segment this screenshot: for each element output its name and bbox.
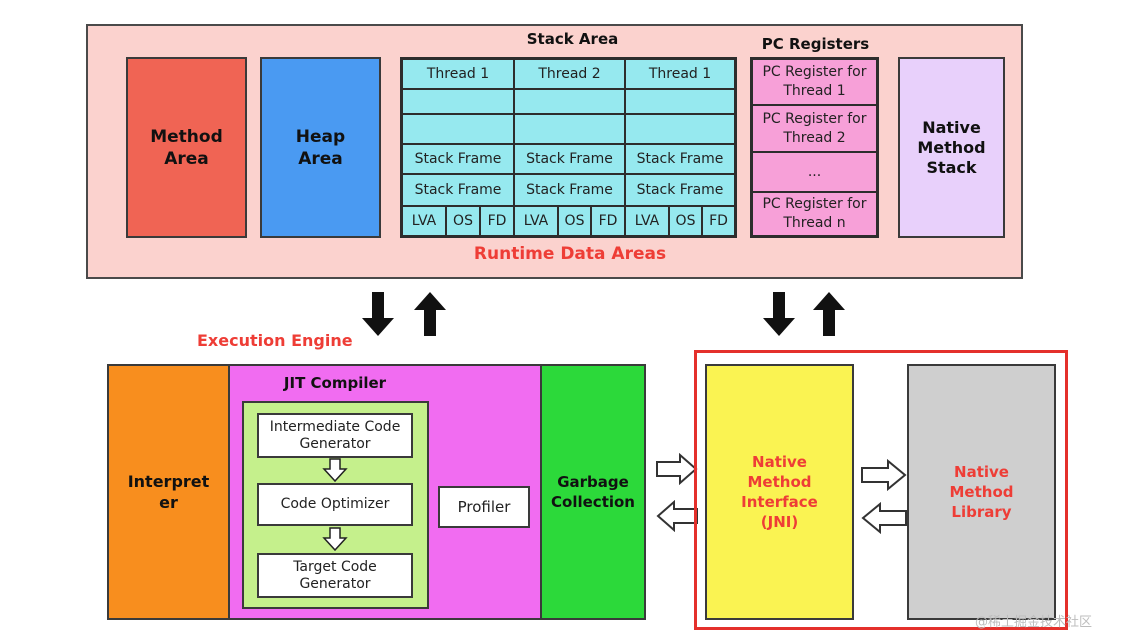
arrow-down-icon xyxy=(362,292,394,336)
native-method-library: Native Method Library xyxy=(907,364,1056,620)
stack-frame: Stack Frame xyxy=(625,144,735,174)
hollow-arrow-down-icon xyxy=(322,527,348,552)
stack-frame: Stack Frame xyxy=(514,144,625,174)
lva-cell: LVA xyxy=(402,206,446,236)
os-cell: OS xyxy=(558,206,591,236)
empty-cell xyxy=(625,89,735,114)
interpreter: Interpret er xyxy=(107,364,230,620)
code-optimizer: Code Optimizer xyxy=(257,483,413,526)
empty-cell xyxy=(402,89,514,114)
thread-header: Thread 1 xyxy=(402,59,514,89)
pc-registers: PC Register for Thread 1 PC Register for… xyxy=(750,57,879,238)
arrow-up-icon xyxy=(414,292,446,336)
stack-area: Thread 1 Stack Frame Stack Frame LVA OS … xyxy=(400,57,737,238)
stack-frame: Stack Frame xyxy=(625,174,735,206)
native-method-stack: Native Method Stack xyxy=(898,57,1005,238)
heap-area-label: Heap Area xyxy=(295,126,346,169)
jit-compiler-title: JIT Compiler xyxy=(283,374,387,392)
pc-register-item: PC Register for Thread n xyxy=(752,192,877,236)
hollow-arrow-left-icon xyxy=(861,502,907,534)
native-method-interface-label: Native Method Interface (JNI) xyxy=(741,453,818,531)
native-highlight-frame xyxy=(694,350,1068,630)
thread-header: Thread 1 xyxy=(625,59,735,89)
lva-cell: LVA xyxy=(625,206,669,236)
pc-register-item: PC Register for Thread 1 xyxy=(752,59,877,105)
fd-cell: FD xyxy=(702,206,735,236)
empty-cell xyxy=(402,114,514,144)
arrow-up-icon xyxy=(813,292,845,336)
target-code-generator-label: Target Code Generator xyxy=(293,558,377,592)
stack-frame: Stack Frame xyxy=(514,174,625,206)
watermark: @稀土掘金技术社区 xyxy=(975,615,1093,630)
hollow-arrow-right-icon xyxy=(656,453,698,485)
method-area: Method Area xyxy=(126,57,247,238)
arrow-down-icon xyxy=(763,292,795,336)
pc-register-item: PC Register for Thread 2 xyxy=(752,105,877,152)
intermediate-code-generator: Intermediate Code Generator xyxy=(257,413,413,458)
lva-cell: LVA xyxy=(514,206,558,236)
thread-header: Thread 2 xyxy=(514,59,625,89)
garbage-collection-label: Garbage Collection xyxy=(551,473,635,511)
intermediate-code-generator-label: Intermediate Code Generator xyxy=(269,418,401,452)
profiler: Profiler xyxy=(438,486,530,528)
runtime-data-areas-label: Runtime Data Areas xyxy=(473,244,667,264)
stack-area-title: Stack Area xyxy=(526,30,619,48)
heap-area: Heap Area xyxy=(260,57,381,238)
pc-registers-title: PC Registers xyxy=(761,35,870,53)
stack-frame: Stack Frame xyxy=(402,144,514,174)
empty-cell xyxy=(514,114,625,144)
method-area-label: Method Area xyxy=(150,126,223,169)
execution-engine-label: Execution Engine xyxy=(197,331,353,350)
profiler-label: Profiler xyxy=(457,497,511,516)
fd-cell: FD xyxy=(591,206,625,236)
garbage-collection: Garbage Collection xyxy=(540,364,646,620)
os-cell: OS xyxy=(446,206,480,236)
native-method-interface: Native Method Interface (JNI) xyxy=(705,364,854,620)
code-optimizer-label: Code Optimizer xyxy=(280,496,390,512)
empty-cell xyxy=(514,89,625,114)
fd-cell: FD xyxy=(480,206,514,236)
hollow-arrow-right-icon xyxy=(861,459,907,491)
pc-register-item: ... xyxy=(752,152,877,192)
native-method-library-label: Native Method Library xyxy=(949,463,1014,521)
hollow-arrow-down-icon xyxy=(322,458,348,483)
os-cell: OS xyxy=(669,206,702,236)
stack-frame: Stack Frame xyxy=(402,174,514,206)
interpreter-label: Interpret er xyxy=(127,472,210,512)
hollow-arrow-left-icon xyxy=(656,500,698,532)
target-code-generator: Target Code Generator xyxy=(257,553,413,598)
empty-cell xyxy=(625,114,735,144)
native-method-stack-label: Native Method Stack xyxy=(917,117,986,177)
